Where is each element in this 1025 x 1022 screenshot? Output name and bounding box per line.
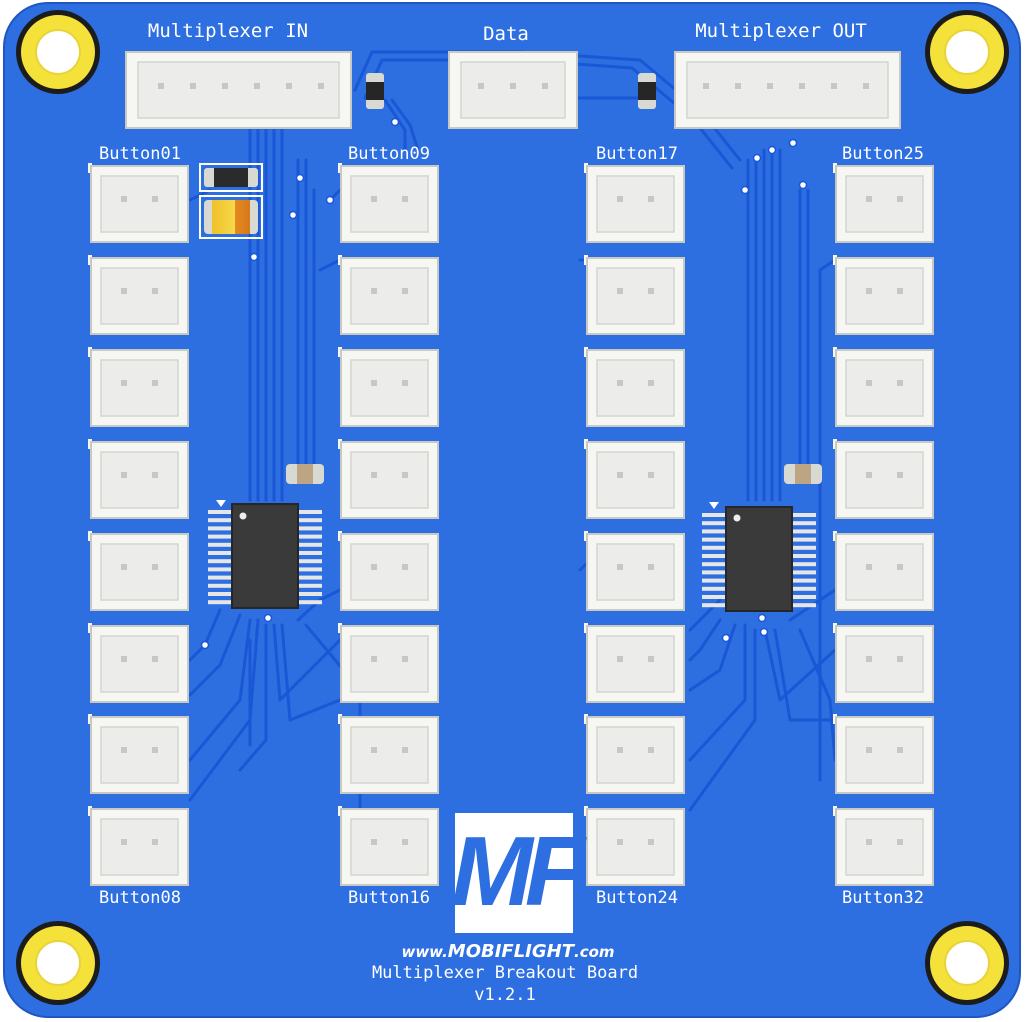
diode <box>199 163 263 192</box>
label-button08: Button08 <box>99 888 181 908</box>
resistor-r1 <box>366 73 384 109</box>
multiplexer-chip-left <box>208 500 322 609</box>
button-connector-32 <box>833 806 934 886</box>
tantalum-capacitor <box>199 195 263 239</box>
label-button24: Button24 <box>596 888 678 908</box>
label-button32: Button32 <box>842 888 924 908</box>
resistor-r2 <box>638 73 656 109</box>
button-connector-20 <box>584 439 685 519</box>
board-title: Multiplexer Breakout Board <box>371 963 639 983</box>
capacitor-c2 <box>784 464 822 484</box>
label-multiplexer-out: Multiplexer OUT <box>695 20 867 42</box>
header-connectors <box>125 51 901 129</box>
button-connector-28 <box>833 439 934 519</box>
mounting-holes <box>16 10 1009 1005</box>
button-connector-18 <box>584 255 685 335</box>
button-connector-08 <box>88 806 189 886</box>
button-connector-31 <box>833 714 934 794</box>
button-connector-06 <box>88 623 189 703</box>
button-connector-24 <box>584 806 685 886</box>
button-connector-14 <box>338 623 439 703</box>
button-connector-12 <box>338 439 439 519</box>
button-connector-02 <box>88 255 189 335</box>
button-connector-13 <box>338 531 439 611</box>
label-button16: Button16 <box>348 888 430 908</box>
logo-url-prefix: www. <box>401 943 448 961</box>
button-connector-16 <box>338 806 439 886</box>
button-connector-07 <box>88 714 189 794</box>
button-connector-05 <box>88 531 189 611</box>
button-connector-15 <box>338 714 439 794</box>
button-connector-17 <box>584 163 685 243</box>
button-connector-22 <box>584 623 685 703</box>
passive-components <box>199 73 822 484</box>
button-connector-25 <box>833 163 934 243</box>
button-connector-21 <box>584 531 685 611</box>
button-connectors <box>88 163 934 886</box>
label-multiplexer-in: Multiplexer IN <box>147 20 309 42</box>
button-connector-30 <box>833 623 934 703</box>
button-connector-19 <box>584 347 685 427</box>
connector-data <box>448 51 578 129</box>
label-button09: Button09 <box>348 144 430 164</box>
board-version: v1.2.1 <box>474 985 536 1005</box>
button-connector-23 <box>584 714 685 794</box>
label-button01: Button01 <box>99 144 181 164</box>
logo-url-suffix: .com <box>574 943 615 961</box>
label-button17: Button17 <box>596 144 678 164</box>
button-connector-04 <box>88 439 189 519</box>
button-connector-26 <box>833 255 934 335</box>
button-connector-01 <box>88 163 189 243</box>
logo-url: www.MOBIFLIGHT.com <box>401 941 614 962</box>
button-connector-11 <box>338 347 439 427</box>
logo-glyph: MF <box>451 816 587 926</box>
label-button25: Button25 <box>842 144 924 164</box>
multiplexer-chip-right <box>702 502 816 612</box>
vias <box>200 117 808 650</box>
button-connector-10 <box>338 255 439 335</box>
capacitor-c1 <box>286 464 324 484</box>
button-connector-09 <box>338 163 439 243</box>
button-connector-29 <box>833 531 934 611</box>
button-connector-27 <box>833 347 934 427</box>
label-data: Data <box>483 23 529 45</box>
button-connector-03 <box>88 347 189 427</box>
mobiflight-logo: MF <box>451 813 595 933</box>
connector-multiplexer-out <box>674 51 901 129</box>
logo-url-brand: MOBIFLIGHT <box>447 941 574 962</box>
connector-multiplexer-in <box>125 51 352 129</box>
